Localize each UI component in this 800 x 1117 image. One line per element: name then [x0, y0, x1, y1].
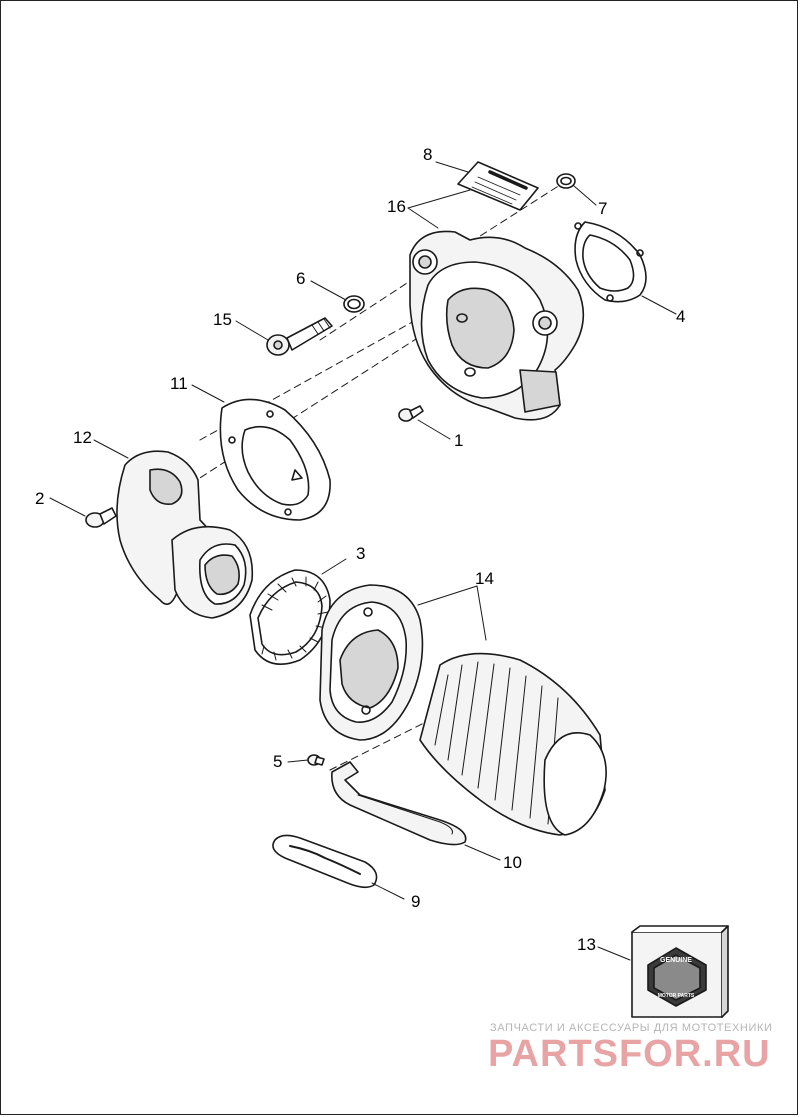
gasket-part-4: [574, 221, 647, 303]
callout-9: 9: [411, 892, 420, 911]
bracket-part-10: [331, 761, 467, 846]
badge-top-text: GENUINE: [660, 957, 692, 964]
screw-part-1: [398, 405, 424, 422]
callout-12: 12: [73, 428, 92, 447]
callout-14: 14: [475, 569, 494, 588]
o-ring-part-6: [343, 295, 365, 313]
kit-box-part-13: [631, 925, 729, 1018]
genuine-badge: GENUINE MOTOR PARTS: [658, 957, 695, 999]
callout-10: 10: [503, 853, 522, 872]
callout-16: 16: [387, 197, 406, 216]
clamp-part-3: [249, 569, 331, 666]
o-ring-part-7: [556, 173, 576, 189]
medallion-part-9: [272, 834, 378, 889]
label-part-8: [457, 161, 539, 211]
watermark-caption: ЗАПЧАСТИ И АКСЕССУАРЫ ДЛЯ МОТОТЕХНИКИ: [490, 1022, 773, 1034]
screw-part-2: [85, 507, 117, 528]
watermark-brand: PARTSFOR.RU: [488, 1033, 771, 1075]
leader-lines: [49, 161, 677, 961]
backplate-part-16: [409, 230, 585, 421]
callout-15: 15: [213, 310, 232, 329]
callout-1: 1: [454, 431, 463, 450]
callout-11: 11: [170, 374, 188, 393]
callout-3: 3: [356, 544, 365, 563]
callout-5: 5: [273, 752, 282, 771]
callout-6: 6: [296, 269, 305, 288]
callout-7: 7: [598, 199, 607, 218]
callout-2: 2: [35, 489, 44, 508]
backing-plate-part-14: [319, 584, 424, 741]
callout-4: 4: [676, 307, 685, 326]
bolt-part-15: [266, 317, 333, 356]
elbow-part-12: [116, 450, 254, 619]
screw-part-5: [307, 754, 325, 766]
callout-13: 13: [577, 935, 596, 954]
callout-labels: 1 2 3 4 5 6 7 8 9 10 11 12 13 14 15 16: [35, 145, 685, 954]
air-filter-part-14: [419, 652, 607, 836]
gasket-part-11: [219, 398, 331, 521]
badge-bottom-text: MOTOR PARTS: [658, 993, 695, 999]
callout-8: 8: [423, 145, 432, 164]
